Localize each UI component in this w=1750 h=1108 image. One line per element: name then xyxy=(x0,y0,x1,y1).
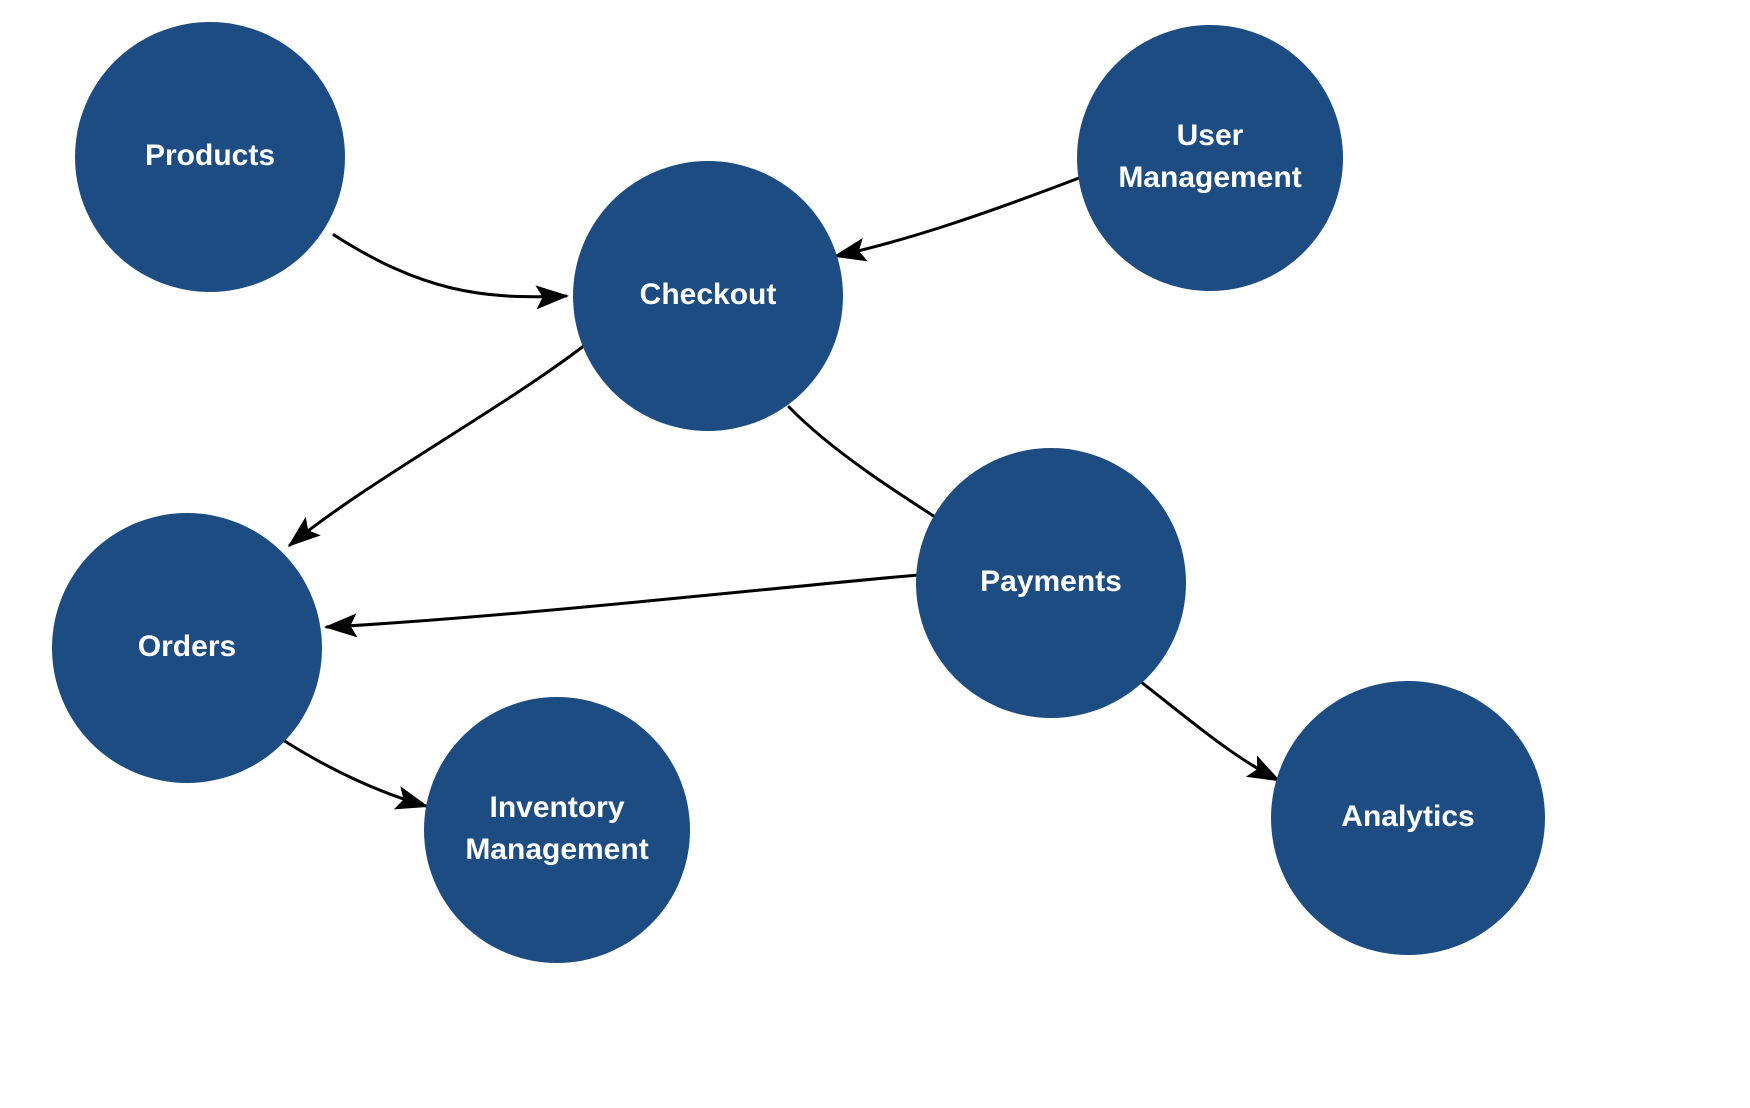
edge-orders-to-inventory-management[interactable] xyxy=(281,738,429,810)
node-shape-user-management[interactable] xyxy=(1077,25,1343,291)
node-shape-analytics[interactable] xyxy=(1271,681,1545,955)
node-analytics[interactable]: Analytics xyxy=(1271,681,1545,955)
edge-hitarea[interactable] xyxy=(283,740,426,806)
node-orders[interactable]: Orders xyxy=(52,513,322,783)
node-shape-orders[interactable] xyxy=(52,513,322,783)
edge-products-to-checkout[interactable] xyxy=(332,233,569,310)
edge-line xyxy=(324,573,920,638)
node-products[interactable]: Products xyxy=(75,22,345,292)
edge-user-management-to-checkout[interactable] xyxy=(833,176,1081,262)
edge-line xyxy=(332,233,569,310)
edge-line xyxy=(833,176,1081,262)
node-payments[interactable]: Payments xyxy=(916,448,1186,718)
node-shape-products[interactable] xyxy=(75,22,345,292)
edge-line xyxy=(281,738,429,810)
node-shape-inventory-management[interactable] xyxy=(424,697,690,963)
node-checkout[interactable]: Checkout xyxy=(573,161,843,431)
edge-hitarea[interactable] xyxy=(836,178,1079,256)
edges-layer xyxy=(281,176,1281,810)
edge-line xyxy=(1134,676,1281,782)
edge-payments-to-orders[interactable] xyxy=(324,573,920,638)
edge-line xyxy=(287,343,587,547)
edge-payments-to-analytics[interactable] xyxy=(1134,676,1281,782)
node-shape-checkout[interactable] xyxy=(573,161,843,431)
node-shape-payments[interactable] xyxy=(916,448,1186,718)
edge-checkout-to-orders[interactable] xyxy=(287,343,587,547)
